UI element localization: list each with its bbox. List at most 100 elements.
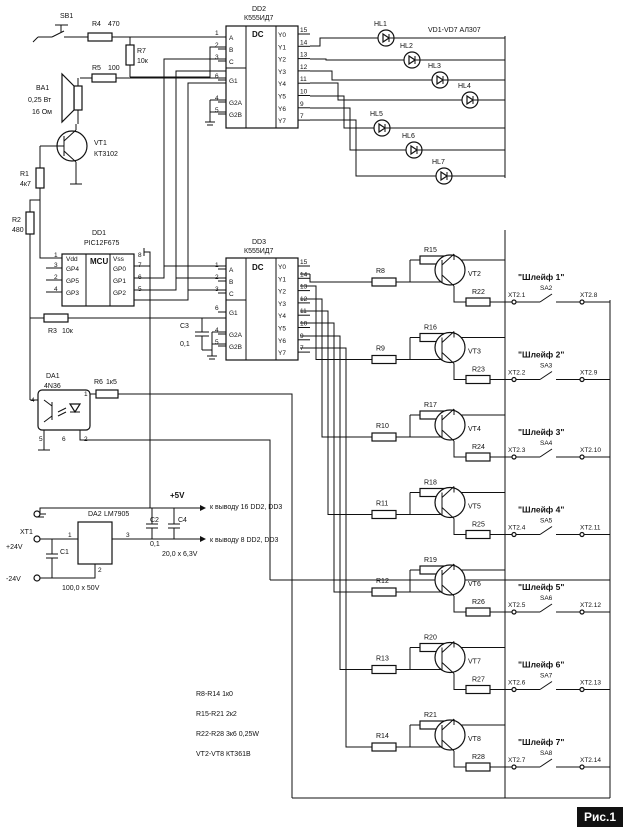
dd2-input-5: G2B: [229, 112, 242, 119]
transistor-vt1: VT1 КТ3102: [40, 124, 118, 185]
optocoupler-da1: DA1 4N36 4 5 6 1 2: [31, 373, 91, 443]
dd2-output-1: Y1: [278, 44, 286, 51]
transistor: [434, 331, 466, 364]
dd1-right-0: Vss: [113, 256, 125, 263]
dd3-output-6: Y6: [278, 338, 286, 345]
dd2-input-3: G1: [229, 78, 238, 85]
dd1-left-2: GP5: [66, 278, 79, 285]
channel-xb-label: XT2.14: [580, 757, 601, 764]
dd1-left-0: Vdd: [66, 256, 78, 263]
p24-label: +24V: [6, 544, 23, 551]
r1-value: 4к7: [20, 181, 31, 188]
channel-xb-label: XT2.9: [580, 370, 598, 377]
channel-vt-label: VT7: [468, 659, 481, 666]
channel-sa-label: SA6: [540, 595, 553, 602]
channel-rc-label: R28: [472, 754, 485, 761]
dd1-mcu: MCU: [90, 257, 108, 266]
dd2-dc: DC: [252, 30, 264, 39]
dd2-output-0: Y0: [278, 32, 286, 39]
dd2-pin-out-3: 12: [300, 64, 308, 71]
dd3-input-3: G1: [229, 310, 238, 317]
led-4: HL4: [310, 82, 505, 109]
channel-rt-label: R20: [424, 635, 437, 642]
dd2-output-5: Y5: [278, 94, 286, 101]
transistor: [434, 486, 466, 519]
dd1-left-3: GP3: [66, 290, 79, 297]
channel-xa-label: XT2.6: [508, 680, 526, 687]
dd2-pin-in-0: 1: [215, 30, 219, 37]
channel-rb-label: R10: [376, 423, 389, 430]
mcu-dd1: DD1 PIC12F675 MCU Vdd1Vss8GP43GP07GP52GP…: [46, 230, 142, 307]
transistor: [434, 719, 466, 751]
dd3-output-3: Y3: [278, 301, 286, 308]
channel-xa-label: XT2.3: [508, 447, 526, 454]
da1-part: 4N36: [44, 383, 61, 390]
resistor-collector: [465, 607, 491, 617]
dd3-pin-out-0: 15: [300, 259, 308, 266]
channel-rt-label: R18: [424, 480, 437, 487]
resistor-collector: [465, 297, 491, 307]
dd3-pin-in-0: 1: [215, 262, 219, 269]
xt1-label: XT1: [20, 529, 33, 536]
led-6: HL6: [310, 107, 505, 159]
dd2-pin-out-0: 15: [300, 27, 308, 34]
capacitor-c2: C2 0,1: [146, 508, 160, 548]
led-3: HL3: [310, 63, 505, 89]
resistor-base: [371, 432, 397, 442]
channel-xb-label: XT2.13: [580, 680, 601, 687]
transistor: [434, 254, 466, 286]
channel-rt-label: R19: [424, 557, 437, 564]
to-pin8-label: к выводу 8 DD2, DD3: [210, 537, 279, 544]
note-0: R8-R14 1к0: [196, 691, 233, 698]
dd3-pin-in-2: 3: [215, 286, 219, 293]
channel-loop-label: "Шлейф 5": [518, 582, 564, 592]
dd3-output-7: Y7: [278, 350, 286, 357]
dd2-output-3: Y3: [278, 69, 286, 76]
dd3-input-4: G2A: [229, 332, 243, 339]
channel-loop-label: "Шлейф 2": [518, 350, 564, 360]
dd3-input-0: A: [229, 267, 234, 274]
da2-part: LM7905: [104, 511, 129, 518]
dd1-left-pin-0: 1: [54, 252, 58, 259]
capacitor-c4: C4 20,0 x 6,3V: [162, 508, 198, 558]
channel-vt-label: VT8: [468, 736, 481, 743]
channel-xa-label: XT2.4: [508, 525, 526, 532]
channel-vt-label: VT5: [468, 504, 481, 511]
dd3-pin-out-4: 11: [300, 308, 307, 315]
channel-sa-label: SA7: [540, 673, 553, 680]
channel-sa-label: SA5: [540, 518, 553, 525]
dd2-output-4: Y4: [278, 81, 286, 88]
resistor-collector: [465, 452, 491, 462]
dd2-pin-out-2: 13: [300, 52, 308, 59]
vt1-part: КТ3102: [94, 151, 118, 158]
r5-ref: R5: [92, 65, 101, 72]
c2-ref: C2: [150, 517, 159, 524]
channel-sa-label: SA2: [540, 285, 553, 292]
r6-value: 1к5: [106, 379, 117, 386]
dd1-right-pin-0: 8: [138, 252, 142, 259]
r3-value: 10к: [62, 328, 74, 335]
dd3-input-2: C: [229, 291, 234, 298]
resistor-r1: R1 4к7: [20, 146, 45, 200]
dd2-output-7: Y7: [278, 118, 286, 125]
channel-loop-label: "Шлейф 4": [518, 505, 564, 515]
da1-pin1: 1: [84, 391, 88, 398]
dd2-pin-in-3: 6: [215, 73, 219, 80]
dd3-pin-out-5: 10: [300, 321, 308, 328]
channel-rc-label: R23: [472, 367, 485, 374]
channel-loop-label: "Шлейф 3": [518, 427, 564, 437]
dd1-left-pin-1: 3: [54, 262, 58, 269]
sb1-label: SB1: [60, 13, 73, 20]
r4-ref: R4: [92, 21, 101, 28]
vt1-ref: VT1: [94, 140, 107, 147]
c3-ref: C3: [180, 323, 189, 330]
channel-loop-label: "Шлейф 6": [518, 660, 564, 670]
led-1: HL1: [310, 21, 505, 47]
r4-value: 470: [108, 21, 120, 28]
